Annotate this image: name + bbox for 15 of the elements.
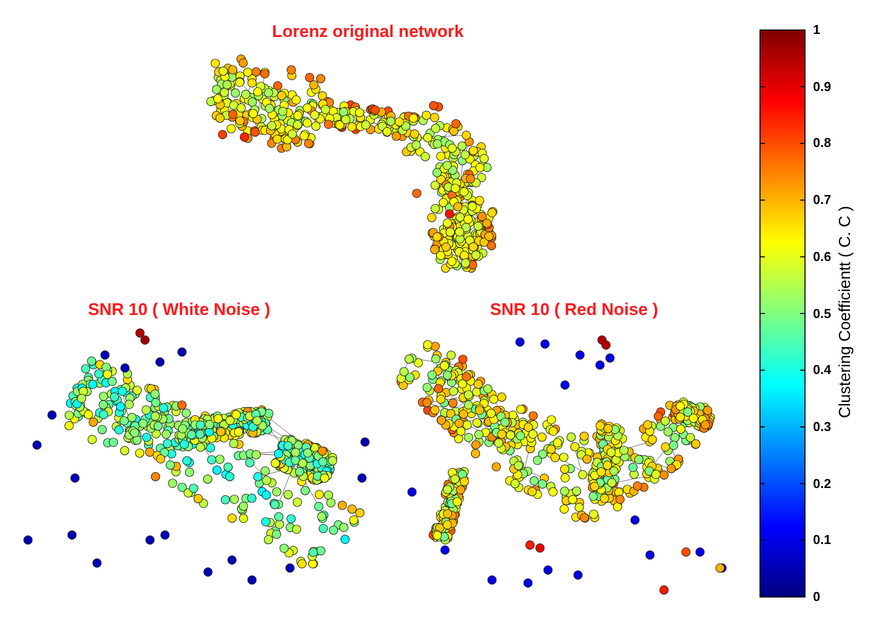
tick-label: 0.3 xyxy=(813,418,832,434)
axis-title: Clustering Coefficientt ( C. C ) xyxy=(837,206,856,418)
tick-label: 0.5 xyxy=(813,306,832,320)
tick-label: 1 xyxy=(813,22,820,37)
tick-label: 0.1 xyxy=(813,532,832,548)
tick-label: 0.4 xyxy=(813,362,832,378)
tick-label: 0.8 xyxy=(813,135,832,150)
panel-title: SNR 10 ( White Noise ) xyxy=(88,300,270,320)
tick-label: 0 xyxy=(813,589,820,604)
panel-title: Lorenz original network xyxy=(272,22,464,42)
tick-label: 0.7 xyxy=(813,192,832,208)
tick-label: 0.6 xyxy=(813,248,832,264)
tick-label: 0.9 xyxy=(813,78,832,94)
tick-label: 0.2 xyxy=(813,476,832,491)
panel-title: SNR 10 ( Red Noise ) xyxy=(490,300,658,320)
